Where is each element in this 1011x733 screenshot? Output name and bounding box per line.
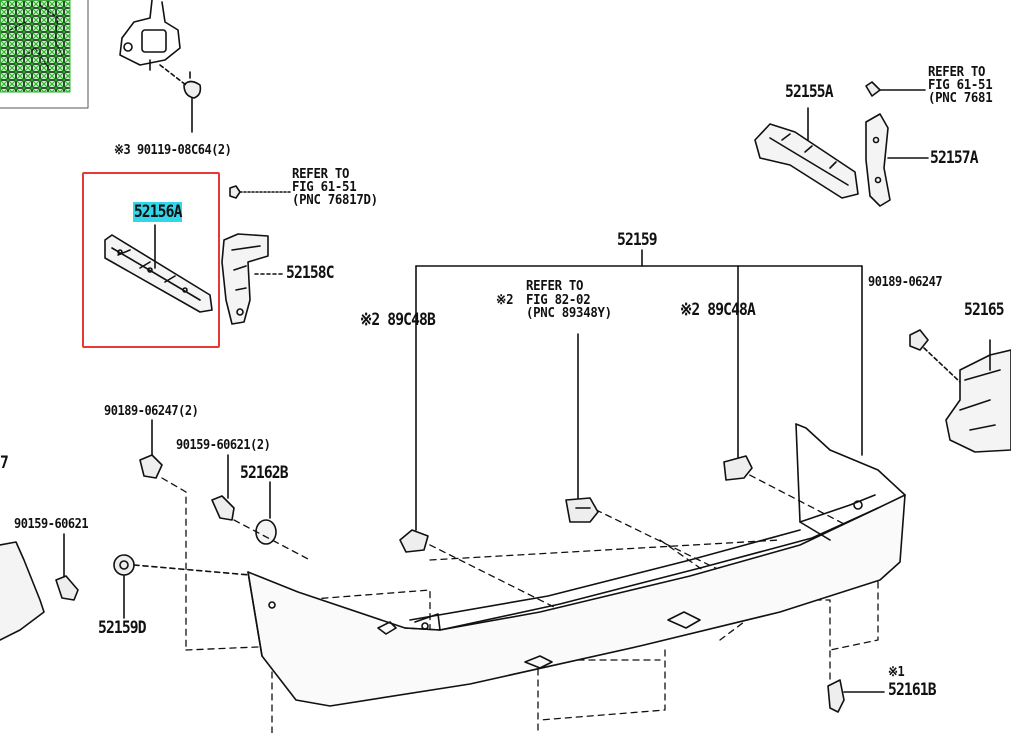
- label-52161B[interactable]: 52161B: [888, 680, 937, 700]
- label-90159-60621[interactable]: 90159-60621: [14, 517, 89, 532]
- upper-bracket-part[interactable]: [119, 0, 202, 99]
- label-52156A[interactable]: 52156A: [133, 202, 182, 222]
- label-52157A[interactable]: 52157A: [930, 148, 979, 168]
- part-52157A[interactable]: [865, 113, 929, 207]
- clip-89348Y[interactable]: [565, 497, 599, 523]
- label-90159-60621-2[interactable]: 90159-60621(2): [176, 438, 271, 453]
- cap-52162B[interactable]: [255, 481, 277, 545]
- fastener-90159-2[interactable]: [211, 454, 235, 521]
- leader-52159: [415, 249, 863, 531]
- label-90189-06247-right[interactable]: 90189-06247: [868, 275, 943, 290]
- label-52162B[interactable]: 52162B: [240, 463, 289, 483]
- label-52159[interactable]: 52159: [617, 230, 658, 250]
- fastener-90189-left[interactable]: [139, 419, 163, 479]
- inset-thumbnail[interactable]: [0, 0, 89, 109]
- ref-fig-61-51-76817D[interactable]: REFER TO FIG 61-51 (PNC 76817D): [292, 167, 378, 208]
- clip-89C48B[interactable]: [399, 529, 429, 553]
- part-52155A[interactable]: [754, 107, 859, 199]
- retainer-52159D[interactable]: [113, 554, 251, 619]
- bumper-cover-52159[interactable]: [247, 423, 906, 707]
- label-52156A-highlight: 52156A: [133, 202, 182, 222]
- ref-fig-61-51-top-right[interactable]: REFER TO FIG 61-51 (PNC 7681: [928, 65, 993, 106]
- clip-89C48A[interactable]: [723, 455, 753, 481]
- label-90189-06247-left[interactable]: 90189-06247(2): [104, 404, 199, 419]
- part-52165[interactable]: [909, 329, 1011, 453]
- clip-76817D[interactable]: [229, 185, 291, 199]
- label-90119-08C64[interactable]: ※3 90119-08C64(2): [114, 143, 232, 158]
- label-89C48B[interactable]: ※2 89C48B: [360, 310, 436, 330]
- label-52155A[interactable]: 52155A: [785, 82, 834, 102]
- ref-89348Y-body[interactable]: FIG 82-02 (PNC 89348Y): [526, 293, 612, 321]
- part-52158C[interactable]: [221, 233, 283, 325]
- label-89C48A[interactable]: ※2 89C48A: [680, 300, 756, 320]
- label-edge-fragment: 7: [0, 453, 9, 473]
- label-52158C[interactable]: 52158C: [286, 263, 335, 283]
- label-52165[interactable]: 52165: [964, 300, 1005, 320]
- label-52161B-mark: ※1: [888, 665, 905, 680]
- ref-89348Y-title[interactable]: REFER TO: [526, 279, 584, 294]
- fastener-90159[interactable]: [55, 533, 79, 601]
- clip-top-right[interactable]: [865, 81, 926, 97]
- left-edge-fragment: [0, 541, 45, 641]
- part-52161B[interactable]: [827, 679, 885, 713]
- label-52159D[interactable]: 52159D: [98, 618, 147, 638]
- ref-89348Y-mark: ※2: [496, 293, 514, 308]
- selected-part-box[interactable]: [82, 172, 220, 348]
- part-52156A[interactable]: [104, 224, 213, 313]
